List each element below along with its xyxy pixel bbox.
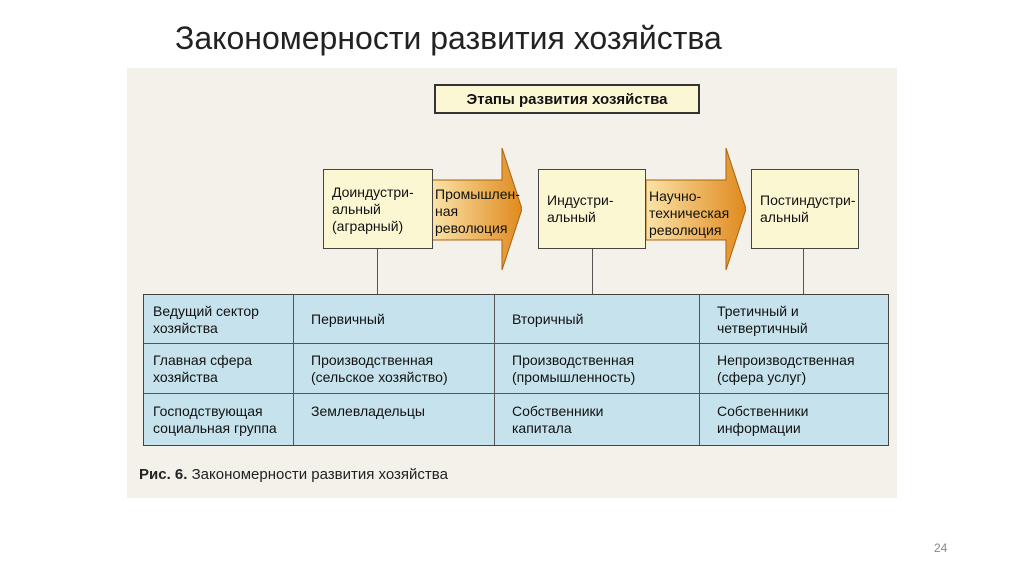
text-line: Главная сфера — [153, 352, 253, 368]
text-line: (промышленность) — [512, 369, 636, 385]
text-line: информации — [717, 420, 801, 436]
text-line: (аграрный) — [332, 217, 404, 234]
text-line: капитала — [512, 420, 572, 436]
text-line: альный — [332, 200, 381, 217]
text-line: Индустри- — [547, 192, 614, 208]
text-line: Научно- — [649, 188, 702, 204]
connector-line — [592, 249, 593, 294]
stage-postindustrial: Постиндустри- альный — [751, 169, 859, 249]
figure-caption: Рис. 6. Закономерности развития хозяйств… — [139, 466, 448, 483]
table-cell: Собственники информации — [717, 403, 808, 437]
caption-text: Закономерности развития хозяйства — [191, 466, 448, 483]
text-line: Производственная — [311, 352, 434, 368]
table-cell: Вторичный — [512, 311, 583, 328]
table-cell: Третичный и четвертичный — [717, 303, 808, 337]
text-line: (сельское хозяйство) — [311, 369, 448, 385]
text-line: революция — [649, 222, 722, 238]
table-cell: Собственники капитала — [512, 403, 603, 437]
text-line: Ведущий сектор — [153, 303, 259, 319]
text-line: хозяйства — [153, 369, 218, 385]
table-divider — [144, 343, 888, 344]
slide-title: Закономерности развития хозяйства — [175, 20, 722, 56]
industrial-revolution-label: Промышлен- ная революция — [435, 186, 520, 237]
table-divider — [293, 295, 294, 445]
text-line: альный — [760, 209, 809, 225]
caption-prefix: Рис. 6. — [139, 466, 188, 483]
industrial-revolution-arrow — [432, 148, 522, 270]
stage-preindustrial: Доиндустри- альный (аграрный) — [323, 169, 433, 249]
text-line: Вторичный — [512, 311, 584, 327]
row-label-social-group: Господствующая социальная группа — [153, 403, 277, 437]
text-line: Промышлен- — [435, 186, 520, 202]
characteristics-table: Ведущий сектор хозяйства Первичный Втори… — [143, 294, 889, 446]
diagram-header: Этапы развития хозяйства — [434, 84, 700, 114]
scientific-revolution-label: Научно- техническая революция — [649, 188, 729, 239]
table-cell: Производственная (промышленность) — [512, 352, 635, 386]
text-line: ная — [435, 203, 459, 219]
text-line: Постиндустри- — [760, 192, 856, 208]
row-label-main-sphere: Главная сфера хозяйства — [153, 352, 252, 386]
page-number: 24 — [934, 541, 948, 555]
connector-line — [377, 249, 378, 294]
text-line: Собственники — [717, 403, 809, 419]
table-divider — [144, 393, 888, 394]
table-divider — [699, 295, 700, 445]
text-line: Производственная — [512, 352, 635, 368]
stage-industrial: Индустри- альный — [538, 169, 646, 249]
text-line: (сфера услуг) — [717, 369, 807, 385]
text-line: Первичный — [311, 311, 385, 327]
text-line: Собственники — [512, 403, 604, 419]
text-line: альный — [547, 209, 596, 225]
text-line: социальная группа — [153, 420, 277, 436]
scientific-revolution-arrow — [646, 148, 746, 270]
text-line: техническая — [649, 205, 730, 221]
text-line: Доиндустри- — [332, 183, 414, 200]
text-line: Непроизводственная — [717, 352, 855, 368]
text-line: Господствующая — [153, 403, 263, 419]
text-line: четвертичный — [717, 320, 808, 336]
table-divider — [494, 295, 495, 445]
table-cell: Непроизводственная (сфера услуг) — [717, 352, 855, 386]
row-label-leading-sector: Ведущий сектор хозяйства — [153, 303, 259, 337]
table-cell: Первичный — [311, 311, 385, 328]
text-line: хозяйства — [153, 320, 218, 336]
figure: Этапы развития хозяйства Промышлен- — [127, 68, 897, 498]
text-line: Землевладельцы — [311, 403, 425, 419]
connector-line — [803, 249, 804, 294]
table-cell: Землевладельцы — [311, 403, 425, 420]
table-cell: Производственная (сельское хозяйство) — [311, 352, 448, 386]
text-line: Третичный и — [717, 303, 799, 319]
text-line: революция — [435, 220, 508, 236]
